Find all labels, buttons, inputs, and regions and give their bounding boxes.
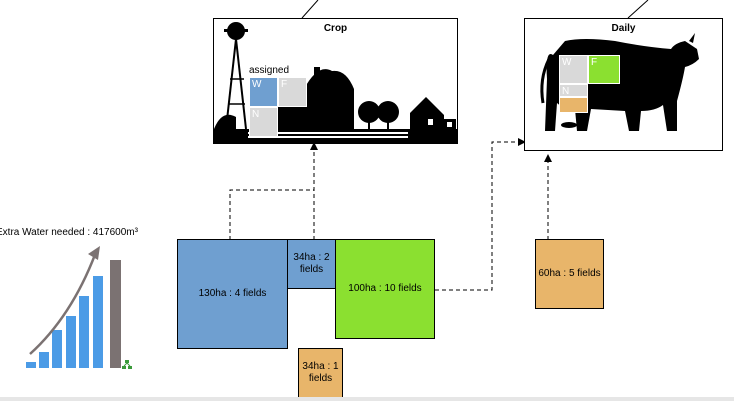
field-100ha[interactable]: 100ha : 10 fields	[335, 239, 435, 339]
daily-cell-f: F	[588, 55, 620, 84]
crop-panel[interactable]: Crop assigned W F N	[213, 18, 458, 144]
crop-cell-f: F	[278, 77, 307, 107]
growth-chart-icon[interactable]	[22, 246, 137, 372]
field-130ha[interactable]: 130ha : 4 fields	[177, 239, 288, 349]
water-label: Extra Water needed : 417600m³	[0, 227, 138, 238]
daily-cell-n: N	[559, 84, 588, 97]
cow-silhouette-icon	[540, 33, 699, 131]
crop-panel-title: Crop	[323, 23, 348, 34]
field-130ha-label: 130ha : 4 fields	[198, 288, 267, 299]
field-60ha-label: 60ha : 5 fields	[538, 268, 601, 279]
horizontal-scrollbar[interactable]	[0, 397, 734, 401]
daily-cell-n-fill	[559, 97, 588, 113]
field-34ha-1-label-2: fields	[308, 373, 333, 384]
crop-cell-n: N	[249, 107, 278, 137]
field-34ha-1-label-1: 34ha : 1	[302, 361, 339, 372]
field-34ha-2-label-1: 34ha : 2	[293, 252, 330, 263]
field-34ha-2-label-2: fields	[299, 264, 324, 275]
daily-panel[interactable]: Daily W F N	[524, 18, 723, 151]
field-34ha-2[interactable]: 34ha : 2 fields	[287, 239, 336, 289]
field-100ha-label: 100ha : 10 fields	[348, 283, 422, 294]
field-60ha[interactable]: 60ha : 5 fields	[535, 239, 604, 309]
crop-cell-w: W	[249, 77, 278, 107]
field-34ha-1[interactable]: 34ha : 1 fields	[298, 348, 343, 398]
assign-label: assigned	[248, 65, 291, 76]
daily-cell-w: W	[559, 55, 588, 84]
daily-panel-title: Daily	[611, 23, 636, 34]
